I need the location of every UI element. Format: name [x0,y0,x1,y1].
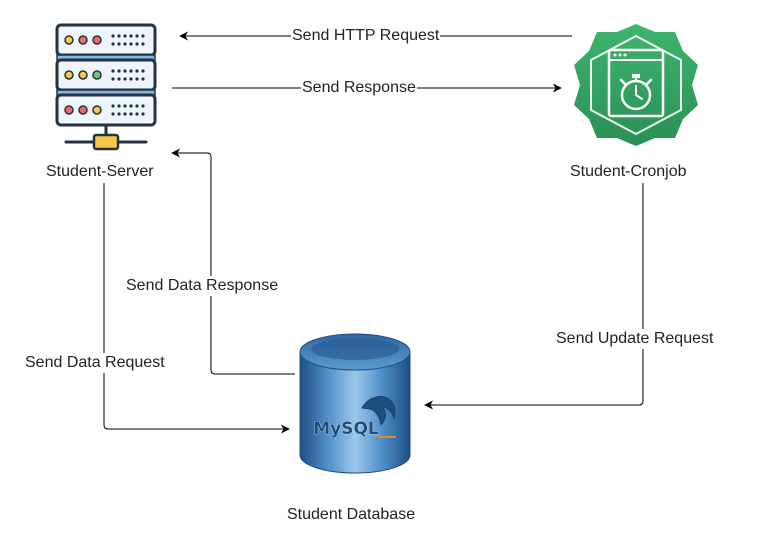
edge-update-request [424,183,644,410]
stopwatch-badge-icon [574,24,698,146]
edge-label-response: Send Response [301,78,417,98]
mysql-database-icon: MySQL [299,333,411,474]
server-rack-icon [55,23,157,151]
mysql-logo-text: MySQL [313,419,379,439]
edge-label-data-response: Send Data Response [125,276,280,296]
cronjob-label: Student-Cronjob [570,163,687,180]
server-label: Student-Server [46,163,154,180]
edge-label-data-request: Send Data Request [24,353,166,373]
database-label: Student Database [287,506,416,523]
edge-label-http-request: Send HTTP Request [291,26,441,46]
edge-data-response [171,148,295,375]
edge-data-request [103,183,290,434]
edge-label-update-request: Send Update Request [555,329,715,349]
